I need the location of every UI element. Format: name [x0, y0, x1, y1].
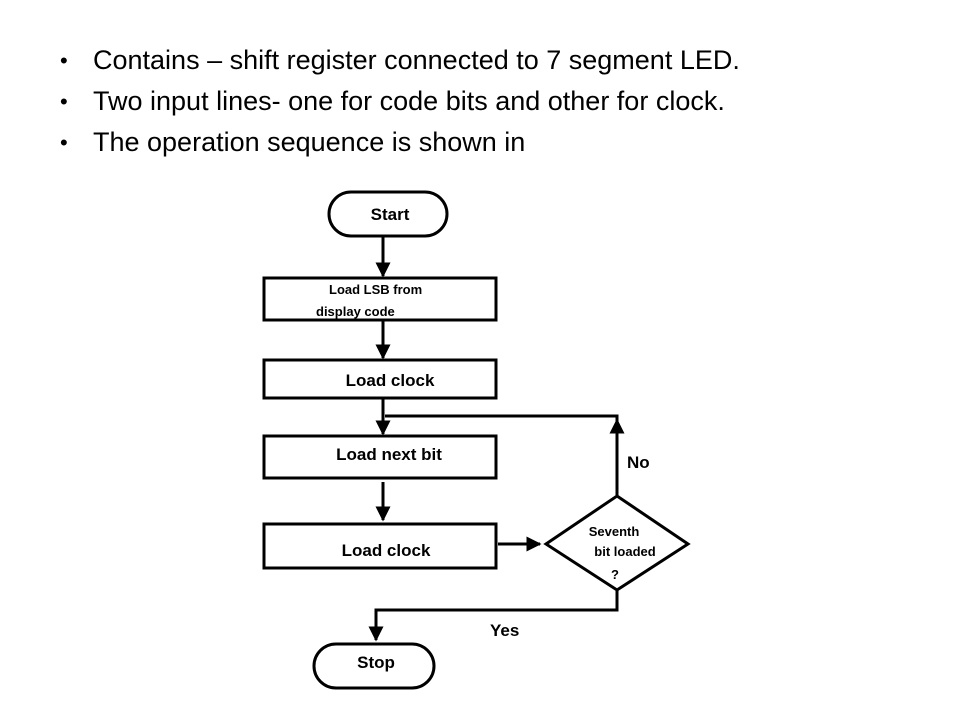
- stop-label: Stop: [357, 653, 395, 672]
- load-clock-box-1: [262, 358, 498, 400]
- stop-terminator: [312, 642, 436, 690]
- load-next-bit-label: Load next bit: [336, 445, 442, 464]
- bullet-glyph: •: [60, 89, 68, 114]
- bullet-item-3: • The operation sequence is shown in: [60, 122, 740, 163]
- load-lsb-label-2: display code: [316, 304, 395, 319]
- load-clock-label-2: Load clock: [342, 541, 431, 560]
- bullet-item-1: • Contains – shift register connected to …: [60, 40, 740, 81]
- decision-label-3: ?: [611, 567, 619, 582]
- load-next-bit-box: [262, 434, 498, 480]
- bullet-list: • Contains – shift register connected to …: [60, 40, 740, 163]
- bullet-glyph: •: [60, 48, 68, 73]
- start-label: Start: [371, 205, 410, 224]
- yes-connector: [368, 590, 619, 642]
- bullet-text-3: The operation sequence is shown in: [93, 127, 526, 157]
- no-loop-connector: [385, 414, 619, 496]
- load-clock-box-2: [262, 522, 498, 570]
- no-label: No: [627, 453, 650, 472]
- load-lsb-box: [262, 276, 498, 322]
- decision-label-2: bit loaded: [594, 544, 655, 559]
- decision-label-1: Seventh: [589, 524, 640, 539]
- bullet-item-2: • Two input lines- one for code bits and …: [60, 81, 740, 122]
- bullet-text-1: Contains – shift register connected to 7…: [93, 45, 740, 75]
- start-terminator: [327, 190, 449, 238]
- bullet-glyph: •: [60, 130, 68, 155]
- yes-label: Yes: [490, 621, 519, 640]
- load-clock-label-1: Load clock: [346, 371, 435, 390]
- load-lsb-label-1: Load LSB from: [329, 282, 422, 297]
- bullet-text-2: Two input lines- one for code bits and o…: [93, 86, 725, 116]
